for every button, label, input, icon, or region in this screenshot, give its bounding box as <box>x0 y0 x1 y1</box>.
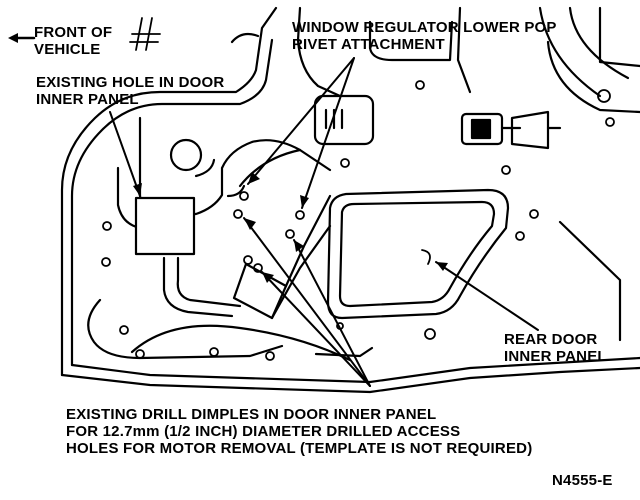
rear-door-line-2: INNER PANEL <box>504 348 607 365</box>
leader-arrowheads <box>133 172 448 283</box>
front-of-vehicle-line-1: FRONT OF <box>34 24 113 41</box>
front-direction-arrow <box>8 33 36 43</box>
motor-bracket <box>116 116 332 318</box>
drill-dimples-note: EXISTING DRILL DIMPLES IN DOOR INNER PAN… <box>66 406 532 457</box>
rear-door-panel-label: REAR DOOR INNER PANEL <box>504 331 607 365</box>
latch-assembly <box>460 110 562 150</box>
existing-hole-line-1: EXISTING HOLE IN DOOR <box>36 74 225 91</box>
existing-hole-label: EXISTING HOLE IN DOOR INNER PANEL <box>36 74 224 108</box>
rear-door-line-1: REAR DOOR <box>504 331 598 348</box>
drill-dimples-line-1: EXISTING DRILL DIMPLES IN DOOR INNER PAN… <box>66 406 437 423</box>
front-of-vehicle-line-2: VEHICLE <box>34 41 101 58</box>
window-regulator-label: WINDOW REGULATOR LOWER POP RIVET ATTACHM… <box>292 19 557 53</box>
lower-stiffeners <box>87 220 622 362</box>
window-regulator-line-1: WINDOW REGULATOR LOWER POP <box>292 19 557 36</box>
existing-hole-line-2: INNER PANEL <box>36 91 139 108</box>
drill-dimples-line-3: HOLES FOR MOTOR REMOVAL (TEMPLATE IS NOT… <box>66 440 533 457</box>
figure-code: N4555-E <box>552 472 613 489</box>
front-of-vehicle-label: FRONT OF VEHICLE <box>34 24 112 58</box>
window-regulator-line-2: RIVET ATTACHMENT <box>292 36 445 53</box>
panel-holes <box>101 80 615 361</box>
leader-lines <box>109 57 539 387</box>
drill-dimples-line-2: FOR 12.7mm (1/2 INCH) DIAMETER DRILLED A… <box>66 423 461 440</box>
rear-door-opening <box>326 188 510 320</box>
break-marks <box>129 17 161 51</box>
upper-frame-details <box>230 6 640 146</box>
door-panel-outline <box>60 6 640 394</box>
